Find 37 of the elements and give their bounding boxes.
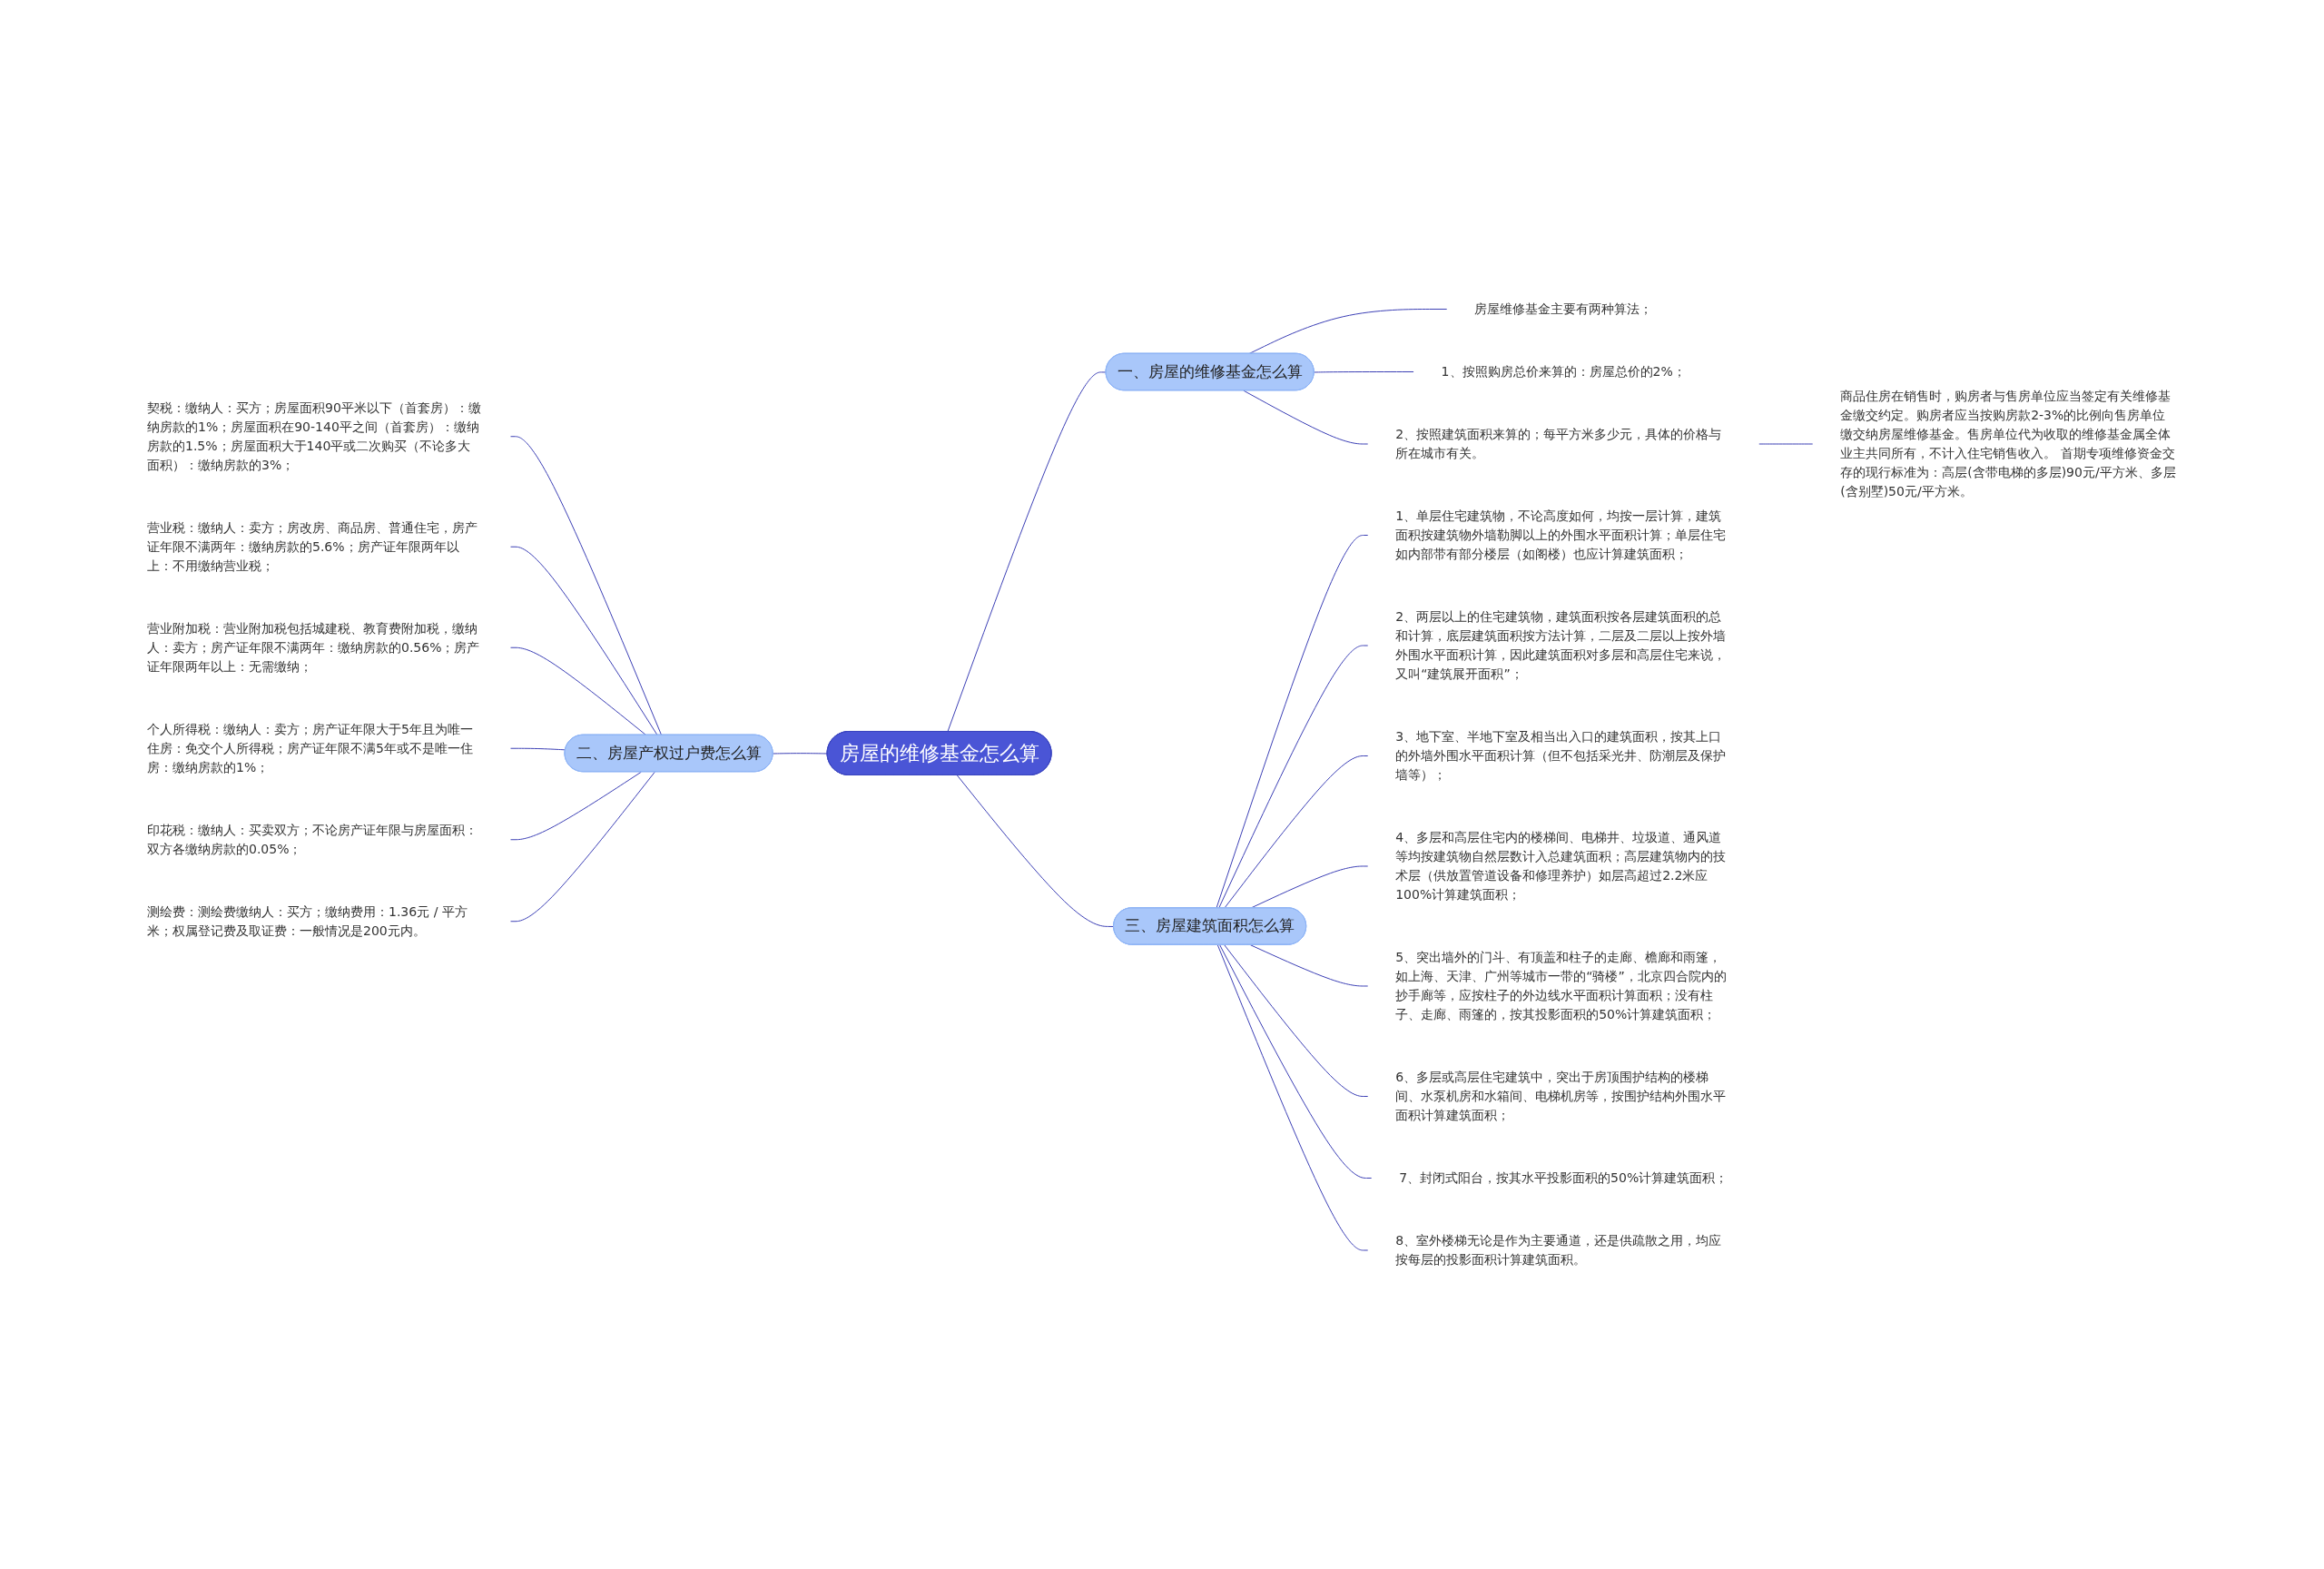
node-text: 契税：缴纳人：买方；房屋面积90平米以下（首套房）：缴纳房款的1%；房屋面积在90-140平之间（首套房）：缴纳房款的1.5%；房屋面积大于140平或二次购买（不论多大面积）：缴纳房款的3%；: [147, 400, 482, 472]
connector: [773, 753, 829, 755]
node-text: 1、按照购房总价来算的：房屋总价的2%；: [1442, 364, 1687, 379]
connector: [509, 747, 566, 751]
node-text: 营业税：缴纳人：卖方；房改房、商品房、普通住宅，房产证年限不满两年：缴纳房款的5.6%；房产证年限两年以上：不用缴纳营业税；: [147, 519, 478, 573]
node-text: 4、多层和高层住宅内的楼梯间、电梯井、垃圾道、通风道等均按建筑物自然层数计入总建筑面积；高层建筑物内的技术层（供放置管道设备和修理养护）如层高超过2.2米应100%计算建筑面积；: [1395, 829, 1727, 902]
connector: [509, 436, 663, 736]
node-text: 5、突出墙外的门斗、有顶盖和柱子的走廊、檐廊和雨篷，如上海、天津、广州等城市一带的“骑楼”，北京四合院内的抄手廊等，应按柱子的外边线水平面积计算面积；没有柱子、走廊、雨篷的，按其投影面积的50%计算建筑面积；: [1395, 949, 1728, 1021]
node-text: 测绘费：测绘费缴纳人：买方；缴纳费用：1.36元 / 平方米；权属登记费及取证费：一般情况是200元内。: [147, 903, 468, 938]
connector: [1217, 944, 1370, 1251]
connector: [1243, 390, 1370, 445]
node-text: 6、多层或高层住宅建筑中，突出于房顶围护结构的楼梯间、水泵机房和水箱间、电梯机房等，按围护结构外围水平面积计算建筑面积；: [1395, 1069, 1727, 1122]
node-text: 2、两层以上的住宅建筑物，建筑面积按各层建筑面积的总和计算，底层建筑面积按方法计算，二层及二层以上按外墙外围水平面积计算，因此建筑面积对多层和高层住宅来说，又叫“建筑展开面积”；: [1395, 608, 1727, 681]
connector: [1216, 535, 1370, 909]
node-text: 房屋维修基金主要有两种算法；: [1474, 301, 1653, 316]
connector: [947, 371, 1108, 733]
connector: [1250, 944, 1370, 987]
connector: [1248, 309, 1449, 355]
connector: [1224, 944, 1370, 1097]
connector: [1314, 371, 1415, 373]
node-text: 1、单层住宅建筑物，不论高度如何，均按一层计算，建筑面积按建筑物外墙勒脚以上的外围水平面积计算；单层住宅如内部带有部分楼层（如阁楼）也应计算建筑面积；: [1395, 508, 1727, 561]
connector: [1218, 645, 1370, 909]
node-text: 印花税：缴纳人：买卖双方；不论房产证年限与房屋面积：双方各缴纳房款的0.05%；: [147, 822, 478, 856]
connector: [509, 771, 656, 923]
node-text: 2、按照建筑面积来算的；每平方米多少元，具体的价格与所在城市有关。: [1395, 427, 1722, 460]
node-text: 8、室外楼梯无论是作为主要通道，还是供疏散之用，均应按每层的投影面积计算建筑面积。: [1395, 1232, 1722, 1267]
node-text: 营业附加税：营业附加税包括城建税、教育费附加税，缴纳人：卖方；房产证年限不满两年：缴纳房款的0.56%；房产证年限两年以上：无需缴纳；: [147, 620, 480, 674]
node-text: 个人所得税：缴纳人：卖方；房产证年限大于5年且为唯一住房：免交个人所得税；房产证年限不满5年或不是唯一住房：缴纳房款的1%；: [147, 721, 474, 775]
connector: [509, 646, 647, 736]
node-text: 7、封闭式阳台，按其水平投影面积的50%计算建筑面积；: [1399, 1169, 1728, 1185]
connector: [957, 775, 1115, 927]
connector: [509, 546, 659, 736]
node-text: 3、地下室、半地下室及相当出入口的建筑面积，按其上口的外墙外围水平面积计算（但不包括采光井、防潮层及保护墙等）；: [1395, 728, 1727, 782]
node-text: 商品住房在销售时，购房者与售房单位应当签定有关维修基金缴交约定。购房者应当按购房款2-3%的比例向售房单位缴交纳房屋维修基金。售房单位代为收取的维修基金属全体业主共同所有，不计入住宅销售收入。 首期专项维修资金交存的现行标准为：高层(含带电梯的多层)90元/平方米、多层(含别墅)50元/平方米。: [1840, 389, 2177, 498]
connector: [509, 771, 643, 841]
connector: [1219, 944, 1374, 1179]
connector: [1224, 755, 1370, 909]
